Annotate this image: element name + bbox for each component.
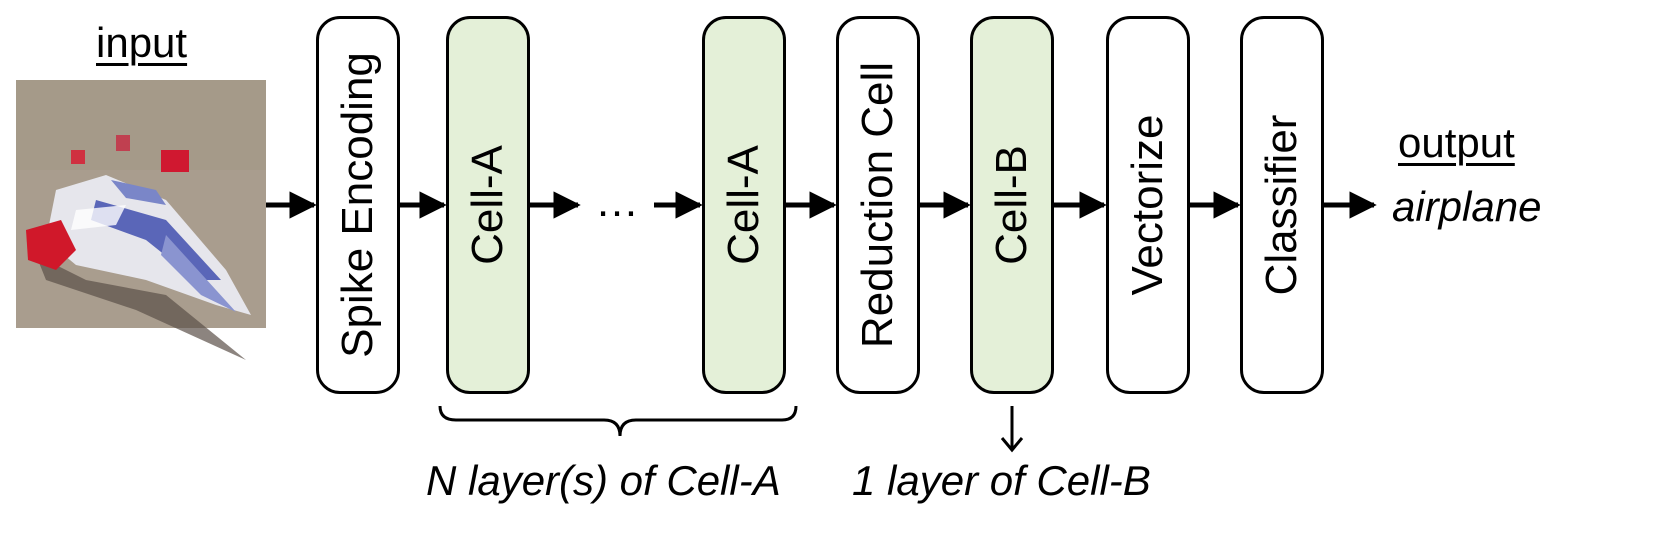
cell-a-block-last: Cell-A <box>702 16 786 394</box>
input-label: input <box>96 19 188 66</box>
output-class-label: airplane <box>1392 183 1542 230</box>
cell-b-group-annotation: 1 layer of Cell-B <box>852 457 1151 504</box>
cell-b-block: Cell-B <box>970 16 1054 394</box>
cell-a-block-first: Cell-A <box>446 16 530 394</box>
classifier-block: Classifier <box>1240 16 1324 394</box>
cell-a-group-annotation: N layer(s) of Cell-A <box>426 457 781 504</box>
ellipsis: … <box>595 177 639 226</box>
output-label: output <box>1398 119 1515 166</box>
reduction-cell-block: Reduction Cell <box>836 16 920 394</box>
vectorize-block: Vectorize <box>1106 16 1190 394</box>
input-image-airplane <box>16 80 266 360</box>
cell-a-group-brace <box>438 405 798 437</box>
spike-encoding-block: Spike Encoding <box>316 16 400 394</box>
